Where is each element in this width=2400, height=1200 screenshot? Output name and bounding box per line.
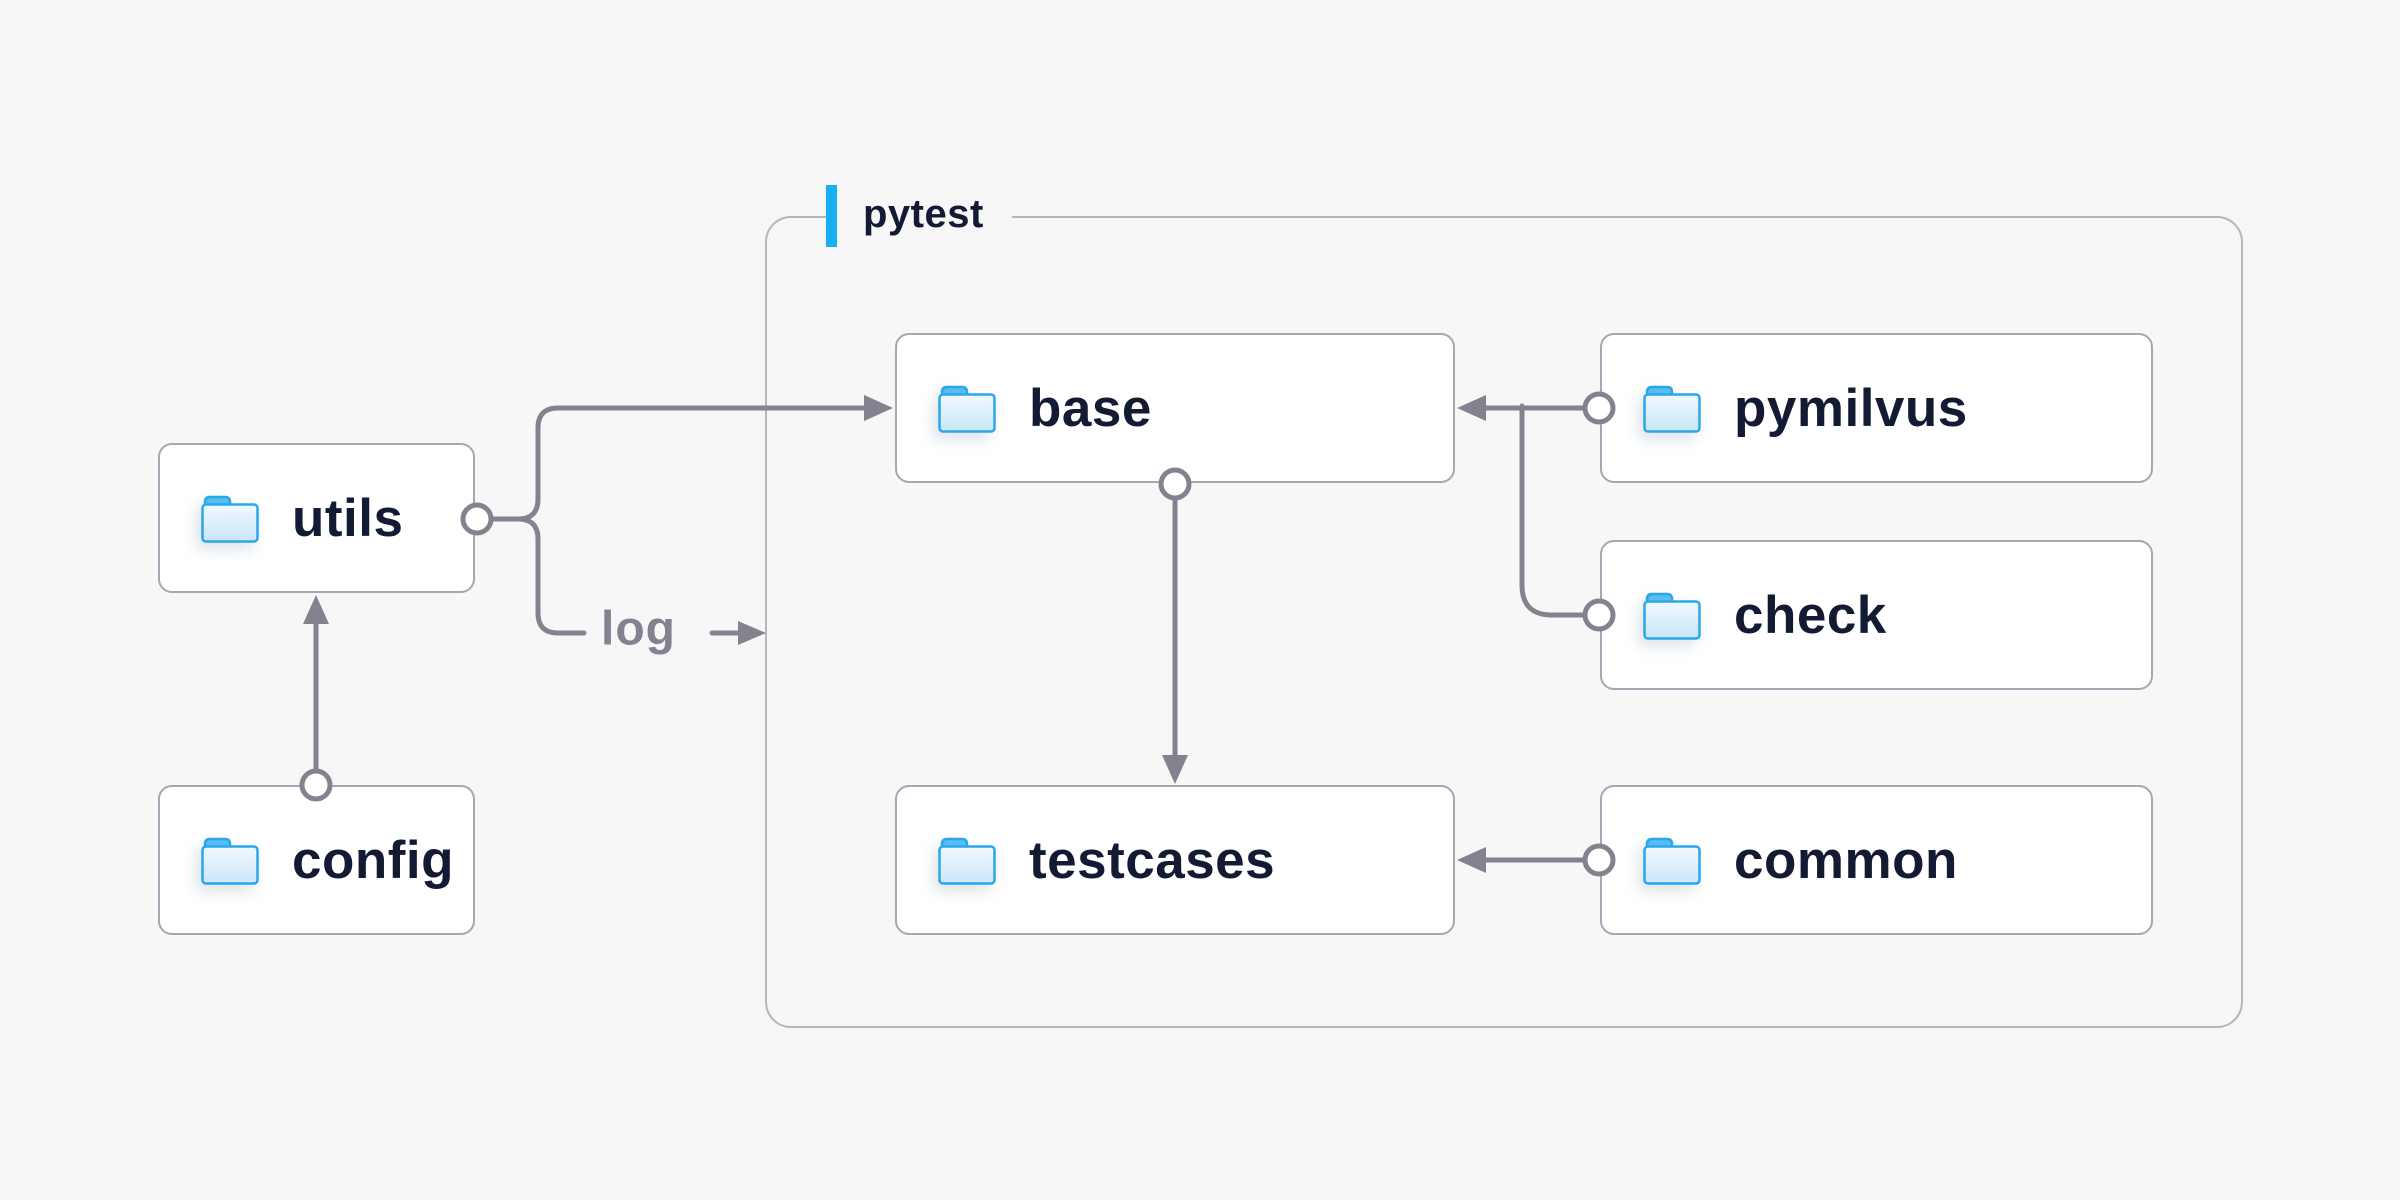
node-pymilvus: pymilvus [1600,333,2153,483]
node-check: check [1600,540,2153,690]
node-label: testcases [1029,830,1276,890]
log-arrow [709,621,766,645]
node-label: pymilvus [1734,378,1968,438]
node-label: utils [292,488,404,548]
pytest-group-label: pytest [826,185,1012,247]
folder-icon [1643,837,1701,885]
folder-icon [1643,592,1701,640]
node-label: check [1734,585,1887,645]
folder-icon [201,837,259,885]
folder-icon [201,495,259,543]
edge-utils-to-log [515,516,587,636]
node-label: base [1029,378,1152,438]
node-label: common [1734,830,1958,890]
folder-icon [938,837,996,885]
node-testcases: testcases [895,785,1455,935]
folder-icon [938,385,996,433]
node-common: common [1600,785,2153,935]
edge-config-to-utils [299,595,333,802]
node-config: config [158,785,475,935]
pytest-group-title: pytest [863,191,984,236]
node-utils: utils [158,443,475,593]
folder-icon [1643,385,1701,433]
node-label: config [292,830,454,890]
node-base: base [895,333,1455,483]
accent-bar-icon [826,185,837,247]
pytest-group-box [765,216,2243,1028]
log-label: log [601,602,676,656]
